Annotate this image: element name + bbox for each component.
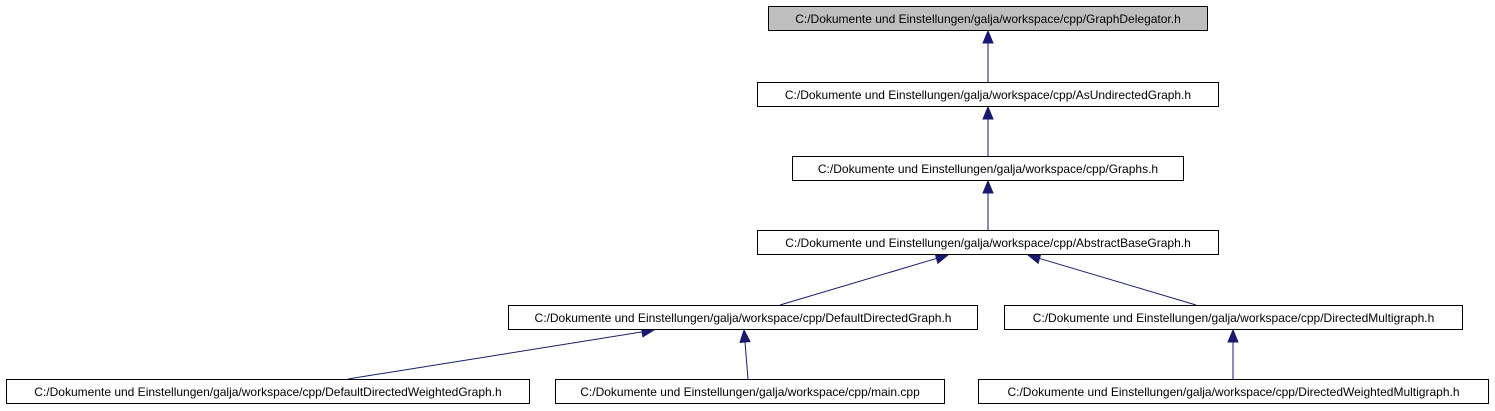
edge-line-directed-multigraph xyxy=(1039,257,1197,306)
node-main-cpp[interactable]: C:/Dokumente und Einstellungen/galja/wor… xyxy=(555,379,945,404)
node-default-directed-graph[interactable]: C:/Dokumente und Einstellungen/galja/wor… xyxy=(508,305,978,330)
edge-line-default-directed-weighted-graph xyxy=(347,331,643,380)
edge-arrowhead-default-directed-graph xyxy=(739,328,751,343)
node-default-directed-weighted-graph[interactable]: C:/Dokumente und Einstellungen/galja/wor… xyxy=(6,379,530,404)
edge-line-default-directed-graph xyxy=(779,257,937,306)
edge-line-main-cpp xyxy=(744,341,749,380)
edge-arrowhead-directed-multigraph xyxy=(1227,328,1239,343)
node-abstract-base-graph[interactable]: C:/Dokumente und Einstellungen/galja/wor… xyxy=(757,230,1219,255)
edge-arrowhead-as-undirected-graph xyxy=(982,105,994,120)
node-directed-multigraph[interactable]: C:/Dokumente und Einstellungen/galja/wor… xyxy=(1004,305,1463,330)
node-graphs[interactable]: C:/Dokumente und Einstellungen/galja/wor… xyxy=(792,156,1184,181)
node-directed-weighted-multigraph[interactable]: C:/Dokumente und Einstellungen/galja/wor… xyxy=(978,379,1489,404)
edge-arrowhead-abstract-base-graph xyxy=(1026,253,1042,265)
edge-arrowhead-graphs xyxy=(982,179,994,194)
node-as-undirected-graph[interactable]: C:/Dokumente und Einstellungen/galja/wor… xyxy=(757,82,1219,107)
edge-arrowhead-graph-delegator xyxy=(982,29,994,44)
node-graph-delegator: C:/Dokumente und Einstellungen/galja/wor… xyxy=(768,6,1208,31)
edge-arrowhead-abstract-base-graph xyxy=(934,253,950,265)
